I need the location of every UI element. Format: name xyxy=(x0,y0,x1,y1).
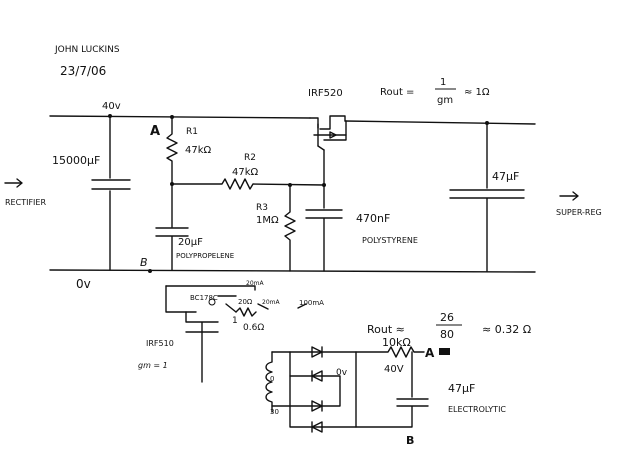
diode-4-icon xyxy=(311,421,323,433)
r1-resistor xyxy=(166,116,178,228)
rout-prefix: Rout = xyxy=(380,87,414,98)
gm-label: gm = 1 xyxy=(138,361,168,370)
r2-value: 47kΩ xyxy=(232,167,259,178)
sub2-result: ≈ 0.32 Ω xyxy=(482,323,531,336)
bridge-inner-wire xyxy=(289,375,341,407)
polypropylene-capacitor-value: 20µF xyxy=(178,237,203,248)
output-label: SUPER-REG xyxy=(556,208,602,217)
positive-rail-right xyxy=(344,120,536,125)
current-1-label: 20mA xyxy=(246,280,264,287)
sub1-arrows xyxy=(257,303,307,310)
bc178c-label: BC178C xyxy=(190,294,218,302)
sub1-resistor-20 xyxy=(235,307,257,317)
diode-3-icon xyxy=(311,400,323,412)
polypropylene-capacitor xyxy=(155,227,189,271)
sub2-resistor-value: 10kΩ xyxy=(382,336,411,349)
supply-voltage-label: 40v xyxy=(102,101,121,112)
sub2-rout-prefix: Rout ≈ xyxy=(367,323,405,336)
r1-value: 47kΩ xyxy=(185,145,212,156)
diode-2-icon xyxy=(311,370,323,382)
input-label: RECTIFIER xyxy=(5,198,46,207)
sub1-top-wire xyxy=(165,285,256,291)
sub2-node-b-label: B xyxy=(406,434,414,447)
bc178c-transistor-icon xyxy=(208,298,216,306)
r3-name: R3 xyxy=(256,203,268,213)
node-a-label: A xyxy=(150,124,160,139)
sub2-node-a-label: A xyxy=(425,346,435,360)
current-source-subcircuit: BC178C 20mA 20Ω 20mA 100mA 1 0.6Ω IRF510… xyxy=(138,280,324,383)
current-2-label: 20mA xyxy=(262,299,280,306)
reservoir-capacitor xyxy=(91,115,131,271)
diode-1-icon xyxy=(311,346,323,358)
sub2-resistor-10k xyxy=(355,346,425,358)
reservoir-capacitor-value: 15000µF xyxy=(52,154,100,167)
output-arrow-icon xyxy=(559,191,579,201)
ground-rail xyxy=(49,269,536,273)
resistor-3-label: 0.6Ω xyxy=(243,323,264,333)
bridge-left-wire xyxy=(271,351,291,407)
transformer-winding-icon xyxy=(265,351,273,413)
polystyrene-capacitor xyxy=(305,149,343,272)
r2-resistor xyxy=(171,178,325,190)
date-label: 23/7/06 xyxy=(60,64,106,78)
irf510-mosfet-icon xyxy=(185,311,219,333)
irf510-label: IRF510 xyxy=(146,339,174,348)
electrolytic-capacitor xyxy=(355,351,429,428)
junction-dot xyxy=(148,269,152,273)
irf520-mosfet-icon xyxy=(309,115,347,151)
r2-name: R2 xyxy=(244,153,256,163)
resistor-2-label: 1 xyxy=(232,316,238,326)
resistor-1-label: 20Ω xyxy=(238,298,253,306)
bc178c-leads xyxy=(217,295,237,313)
sub2-ground-label: 0v xyxy=(336,368,348,378)
node-b-label: B xyxy=(140,256,148,269)
transformer-tap-1: 0 xyxy=(270,375,274,383)
rectifier-subcircuit: Rout ≈ 26 80 ≈ 0.32 Ω 0 30 0v 10kΩ A 40V… xyxy=(265,311,531,447)
sub2-capacitor-value: 47µF xyxy=(448,382,475,395)
polystyrene-capacitor-type: POLYSTYRENE xyxy=(362,236,418,245)
sub2-denominator: 80 xyxy=(440,328,454,341)
current-3-label: 100mA xyxy=(299,299,324,307)
rout-formula: Rout = 1 gm ≈ 1Ω xyxy=(380,77,490,106)
transformer-tap-2: 30 xyxy=(270,408,279,416)
scribble-mark xyxy=(439,348,450,355)
input-arrow-icon xyxy=(4,178,23,188)
rout-denominator: gm xyxy=(437,95,453,106)
ground-label: 0v xyxy=(76,277,91,291)
positive-rail-left xyxy=(49,115,311,119)
mosfet-label: IRF520 xyxy=(308,88,343,99)
output-capacitor-value: 47µF xyxy=(492,170,519,183)
r3-resistor xyxy=(284,184,296,272)
polypropylene-capacitor-type: POLYPROPELENE xyxy=(176,252,234,260)
polystyrene-capacitor-value: 470nF xyxy=(356,212,390,225)
sub2-capacitor-type: ELECTROLYTIC xyxy=(448,405,506,414)
bridge-outer-wire xyxy=(289,351,357,428)
sub2-numerator: 26 xyxy=(440,311,454,324)
sub2-voltage-label: 40V xyxy=(384,364,404,375)
output-capacitor xyxy=(449,122,525,272)
rout-approx: ≈ 1Ω xyxy=(464,87,490,98)
r1-name: R1 xyxy=(186,127,198,137)
rout-numerator: 1 xyxy=(440,77,446,88)
author-name: JOHN LUCKINS xyxy=(54,45,120,55)
r3-value: 1MΩ xyxy=(256,215,279,226)
